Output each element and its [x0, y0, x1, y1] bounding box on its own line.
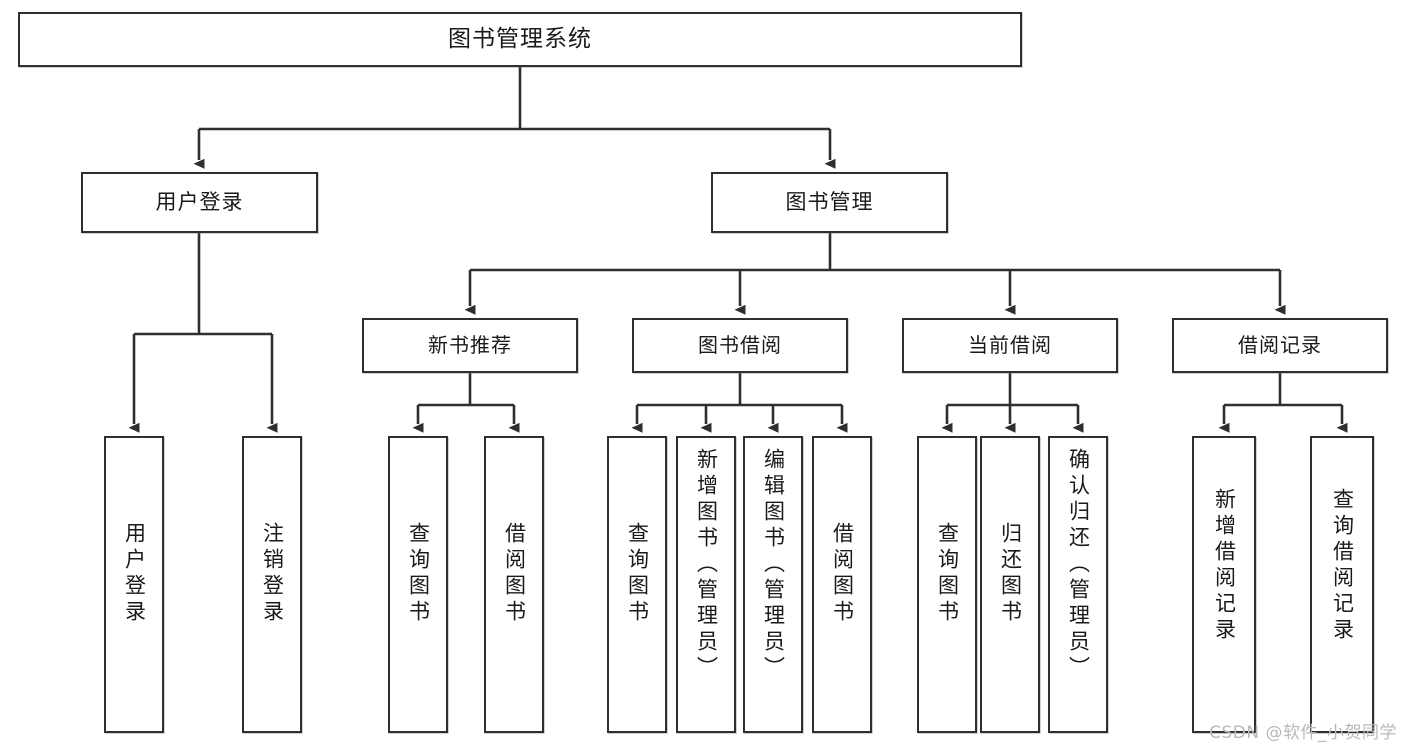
node-label: 借阅图书 — [830, 522, 855, 626]
node-book-management[interactable]: 图书管理 — [711, 172, 948, 233]
node-current-borrow[interactable]: 当前借阅 — [902, 318, 1118, 373]
leaf-add-borrow-record[interactable]: 新增借阅记录 — [1192, 436, 1256, 733]
leaf-query-book-borrow[interactable]: 查询图书 — [607, 436, 667, 733]
node-label: 新增借阅记录 — [1212, 488, 1237, 644]
node-label: 归还图书 — [998, 522, 1023, 626]
leaf-confirm-return-admin[interactable]: 确认归还（管理员） — [1048, 436, 1108, 733]
leaf-edit-book-admin[interactable]: 编辑图书（管理员） — [743, 436, 803, 733]
node-label: 查询图书 — [406, 522, 431, 626]
node-label: 查询图书 — [935, 522, 960, 626]
node-label: 查询借阅记录 — [1330, 488, 1355, 644]
leaf-borrow-book-new[interactable]: 借阅图书 — [484, 436, 544, 733]
node-book-borrow[interactable]: 图书借阅 — [632, 318, 848, 373]
leaf-user-login[interactable]: 用户登录 — [104, 436, 164, 733]
node-label: 图书管理系统 — [448, 26, 592, 53]
node-label: 新增图书（管理员） — [694, 448, 719, 682]
node-label: 注销登录 — [260, 522, 285, 626]
leaf-return-book[interactable]: 归还图书 — [980, 436, 1040, 733]
node-label: 用户登录 — [155, 190, 244, 215]
leaf-logout[interactable]: 注销登录 — [242, 436, 302, 733]
node-user-login[interactable]: 用户登录 — [81, 172, 318, 233]
leaf-borrow-book[interactable]: 借阅图书 — [812, 436, 872, 733]
node-label: 新书推荐 — [428, 333, 512, 357]
node-label: 图书借阅 — [698, 333, 782, 357]
node-label: 借阅记录 — [1238, 333, 1322, 357]
leaf-query-book-current[interactable]: 查询图书 — [917, 436, 977, 733]
node-borrow-record[interactable]: 借阅记录 — [1172, 318, 1388, 373]
node-label: 确认归还（管理员） — [1066, 448, 1091, 682]
node-root-system[interactable]: 图书管理系统 — [18, 12, 1022, 67]
watermark: CSDN @软件_小贺同学 — [1209, 723, 1397, 743]
node-label: 用户登录 — [122, 522, 147, 626]
node-label: 图书管理 — [785, 190, 874, 215]
leaf-query-borrow-record[interactable]: 查询借阅记录 — [1310, 436, 1374, 733]
node-label: 编辑图书（管理员） — [761, 448, 786, 682]
leaf-query-book-new[interactable]: 查询图书 — [388, 436, 448, 733]
node-label: 借阅图书 — [502, 522, 527, 626]
node-new-book-recommend[interactable]: 新书推荐 — [362, 318, 578, 373]
node-label: 当前借阅 — [968, 333, 1052, 357]
node-label: 查询图书 — [625, 522, 650, 626]
leaf-add-book-admin[interactable]: 新增图书（管理员） — [676, 436, 736, 733]
